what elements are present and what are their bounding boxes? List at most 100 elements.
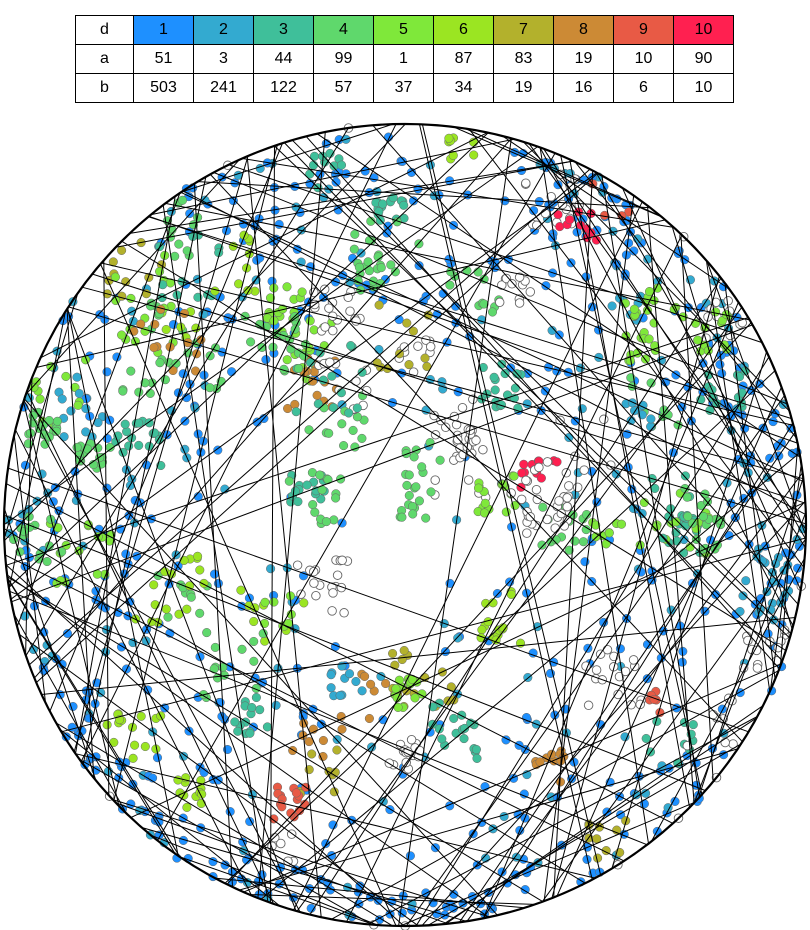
chord-line — [680, 233, 714, 782]
data-point — [302, 480, 312, 490]
data-point — [646, 414, 656, 424]
data-point — [413, 341, 423, 351]
data-point — [193, 551, 203, 561]
data-point — [182, 604, 192, 614]
data-point — [136, 711, 146, 721]
chord-line — [274, 145, 791, 639]
data-point — [374, 300, 384, 310]
data-point — [258, 628, 268, 639]
chord-line — [103, 260, 110, 796]
data-point — [510, 383, 520, 393]
data-point — [310, 507, 320, 517]
chord-line — [622, 187, 802, 591]
data-point — [521, 475, 531, 486]
data-point — [126, 366, 136, 376]
data-point — [629, 246, 639, 256]
data-point — [327, 371, 337, 381]
chord-line — [595, 172, 806, 540]
data-point — [308, 160, 319, 170]
chord-line — [150, 138, 515, 216]
data-point — [743, 635, 753, 646]
data-point — [636, 567, 646, 577]
chord-line — [242, 158, 674, 228]
data-point — [717, 704, 727, 714]
data-point — [324, 428, 334, 438]
chord-line — [556, 386, 782, 897]
data-point — [779, 625, 790, 635]
data-point — [121, 549, 131, 559]
data-point — [509, 471, 519, 481]
data-point — [320, 322, 330, 332]
chord-line — [260, 452, 800, 900]
data-point — [725, 330, 735, 341]
data-point — [42, 556, 52, 567]
data-point — [519, 459, 529, 469]
legend-color-cell: 9 — [613, 15, 674, 45]
chord-line — [100, 263, 397, 926]
data-point — [542, 457, 553, 467]
legend-value-cell: 16 — [553, 73, 614, 103]
legend-color-cell: 8 — [553, 15, 614, 45]
chord-line — [121, 240, 787, 651]
chord-line — [81, 286, 804, 480]
data-point — [245, 728, 255, 738]
data-point — [134, 418, 144, 428]
data-point — [525, 287, 536, 297]
chord-line — [4, 528, 586, 884]
chord-line — [724, 283, 776, 680]
chord-line — [528, 143, 806, 530]
data-point — [578, 537, 588, 547]
data-point — [352, 403, 362, 413]
data-point — [144, 272, 154, 282]
data-point — [328, 588, 338, 598]
data-point — [366, 679, 376, 689]
chord-line — [569, 159, 691, 808]
data-point — [53, 523, 63, 533]
data-point — [357, 433, 367, 443]
data-point — [522, 528, 532, 538]
chord-line — [421, 500, 806, 926]
chord-line — [67, 308, 179, 856]
data-point — [255, 705, 265, 715]
data-point — [145, 388, 155, 398]
chord-line — [75, 753, 596, 879]
data-point — [594, 352, 604, 362]
data-point — [196, 798, 206, 809]
chord-line — [9, 590, 648, 846]
data-point — [408, 501, 418, 511]
data-point — [260, 597, 270, 607]
data-point — [711, 307, 721, 317]
data-point — [304, 425, 314, 435]
data-point — [650, 483, 660, 493]
chord-line — [130, 501, 806, 819]
data-point — [522, 399, 532, 409]
chord-line — [367, 716, 758, 925]
data-point — [471, 435, 481, 446]
data-point — [711, 297, 721, 308]
data-point — [276, 838, 286, 849]
chord-line — [7, 576, 543, 903]
data-point — [186, 592, 196, 602]
chord-line — [183, 190, 806, 516]
chord-line — [41, 617, 796, 695]
data-point — [688, 720, 698, 730]
data-point — [469, 150, 479, 160]
data-point — [698, 511, 708, 522]
legend-value-cell: 57 — [313, 73, 374, 103]
data-point — [411, 482, 421, 492]
chord-line — [179, 856, 375, 926]
legend-value-cell: 51 — [133, 44, 194, 74]
data-point — [641, 733, 651, 744]
chord-line — [10, 172, 597, 600]
data-point — [117, 245, 127, 255]
chord-line — [18, 633, 419, 926]
data-point — [738, 591, 748, 601]
chord-line — [25, 159, 240, 395]
data-point — [677, 657, 687, 667]
chord-line — [309, 277, 722, 915]
data-point — [628, 655, 639, 665]
legend-value-cell: 10 — [673, 73, 734, 103]
data-point — [163, 612, 173, 622]
data-point — [562, 493, 572, 503]
data-point — [459, 734, 469, 744]
